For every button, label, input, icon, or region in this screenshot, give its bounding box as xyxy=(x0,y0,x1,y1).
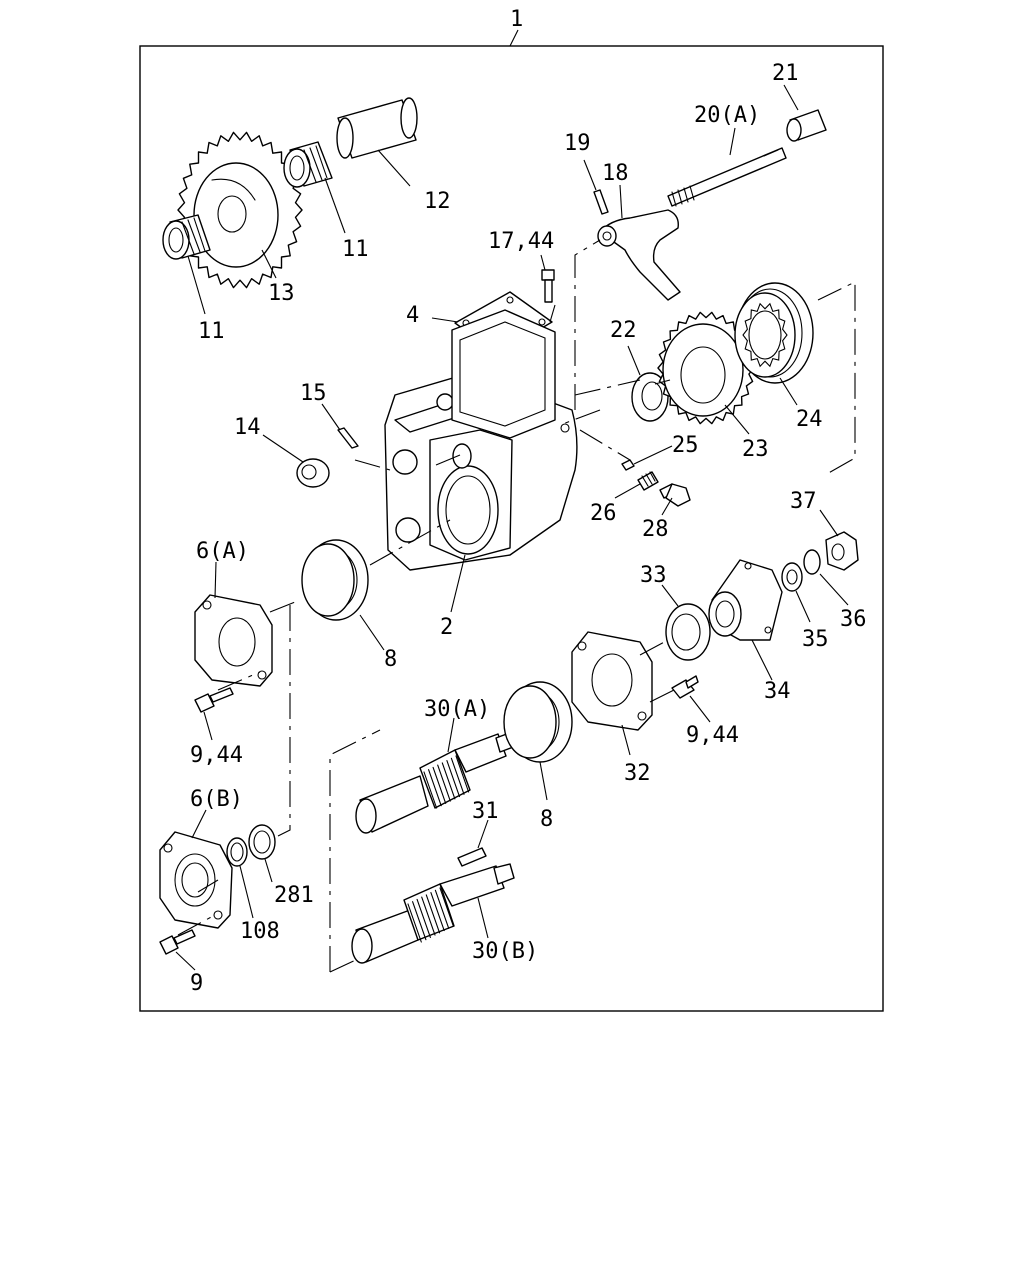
label-part-35: 35 xyxy=(802,627,829,652)
label-part-23: 23 xyxy=(742,437,769,462)
label-part-8-lower: 8 xyxy=(540,807,553,832)
bushing-21 xyxy=(786,109,827,142)
needle-bearing-11-left xyxy=(162,214,211,260)
label-part-33: 33 xyxy=(640,563,667,588)
lock-ring-36 xyxy=(803,549,821,575)
label-part-6a: 6(A) xyxy=(196,539,249,564)
label-part-12: 12 xyxy=(424,189,451,214)
label-assembly-1: 1 xyxy=(510,7,523,32)
bearing-cover-6a xyxy=(194,594,273,687)
idler-shaft-12 xyxy=(336,97,418,159)
label-part-15: 15 xyxy=(300,381,327,406)
label-part-11-left: 11 xyxy=(198,319,225,344)
label-part-26: 26 xyxy=(590,501,617,526)
output-shaft-30b xyxy=(351,863,515,964)
label-part-30b: 30(B) xyxy=(472,939,538,964)
label-part-6b: 6(B) xyxy=(190,787,243,812)
plug-bolt-28 xyxy=(659,483,691,507)
label-part-11-right: 11 xyxy=(342,237,369,262)
shift-fork-18 xyxy=(597,209,681,301)
label-part-2: 2 xyxy=(440,615,453,640)
label-part-9: 9 xyxy=(190,971,203,996)
label-part-21: 21 xyxy=(772,61,799,86)
adapter-plate-32 xyxy=(571,631,653,731)
bolt-9-upper xyxy=(194,687,234,713)
part-labels: 1 12 11 13 11 4 17,44 19 18 20(A) 21 22 … xyxy=(190,7,867,996)
needle-bearing-11-right xyxy=(283,141,333,188)
thrust-washer-22 xyxy=(631,372,669,422)
label-part-28: 28 xyxy=(642,517,669,542)
ball-bearing-8-upper xyxy=(301,539,369,621)
nut-37 xyxy=(825,531,859,571)
bolt-17 xyxy=(541,269,555,303)
label-part-13: 13 xyxy=(268,281,295,306)
seal-281 xyxy=(248,824,276,860)
snap-ring-108 xyxy=(226,837,248,867)
label-part-24: 24 xyxy=(796,407,823,432)
gear-13 xyxy=(177,131,303,289)
label-part-20a: 20(A) xyxy=(694,103,760,128)
label-part-22: 22 xyxy=(610,318,637,343)
companion-flange-34 xyxy=(708,559,783,641)
ball-plug-25 xyxy=(621,459,635,471)
label-part-30a: 30(A) xyxy=(424,697,490,722)
label-part-8-upper: 8 xyxy=(384,647,397,672)
sliding-sleeve-24 xyxy=(734,282,814,384)
label-part-108: 108 xyxy=(240,919,280,944)
oil-seal-14 xyxy=(296,458,330,488)
washer-35 xyxy=(781,562,803,592)
label-part-281: 281 xyxy=(274,883,314,908)
shift-rod-20 xyxy=(667,147,787,207)
pin-19 xyxy=(593,189,609,215)
label-part-36: 36 xyxy=(840,607,867,632)
label-part-18: 18 xyxy=(602,161,629,186)
label-part-34: 34 xyxy=(764,679,791,704)
gear-23 xyxy=(657,311,755,425)
bolt-9-right xyxy=(671,675,699,699)
oil-seal-33 xyxy=(665,603,711,661)
label-part-9-44-left: 9,44 xyxy=(190,743,243,768)
spring-26 xyxy=(637,471,659,491)
assembly-frame xyxy=(139,29,884,1012)
label-part-9-44-right: 9,44 xyxy=(686,723,739,748)
label-part-14: 14 xyxy=(234,415,261,440)
label-part-19: 19 xyxy=(564,131,591,156)
label-part-17-44: 17,44 xyxy=(488,229,554,254)
assembly-centerlines xyxy=(177,239,856,973)
key-31 xyxy=(457,847,487,867)
label-part-37: 37 xyxy=(790,489,817,514)
bolt-9-lower xyxy=(159,929,196,955)
bearing-cover-6b xyxy=(159,831,233,929)
label-part-32: 32 xyxy=(624,761,651,786)
housing-2 xyxy=(384,309,578,571)
leader-lines xyxy=(175,84,849,971)
label-part-31: 31 xyxy=(472,799,499,824)
dowel-pin-15 xyxy=(337,427,359,449)
label-part-25: 25 xyxy=(672,433,699,458)
ball-bearing-8-lower xyxy=(503,681,573,763)
label-part-4: 4 xyxy=(406,303,419,328)
